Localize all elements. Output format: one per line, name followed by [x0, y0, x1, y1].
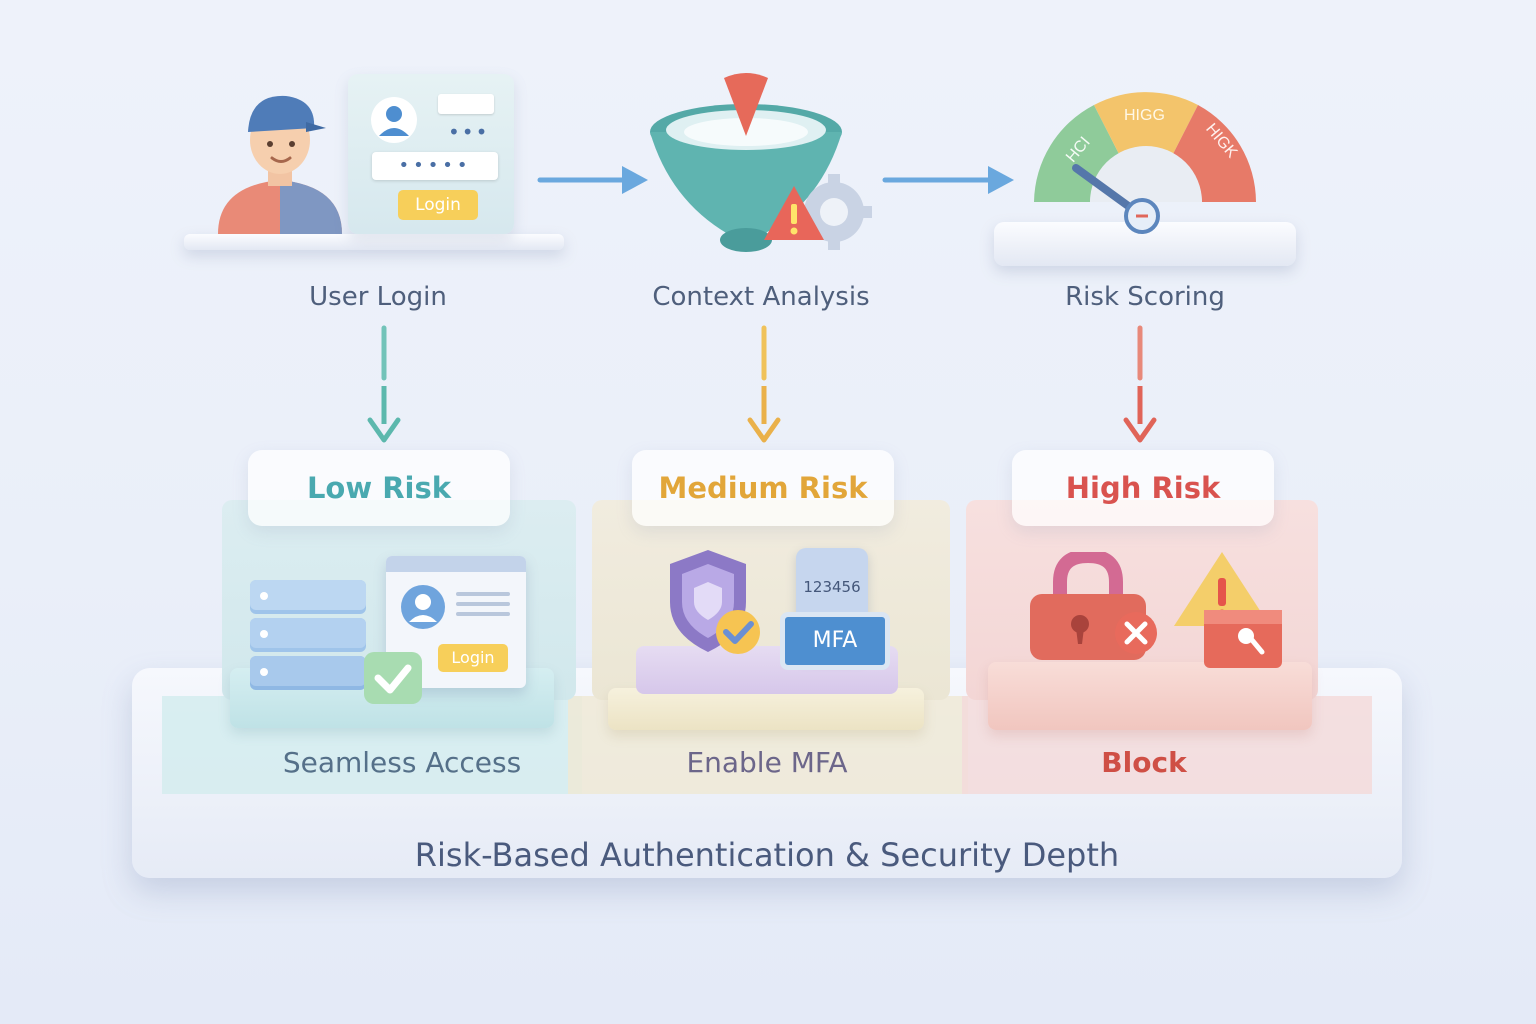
login-form-card: ••• ••••• Login [348, 74, 514, 234]
password-field[interactable]: ••••• [372, 152, 498, 180]
login-button[interactable]: Login [398, 190, 478, 220]
arrow-to-high-risk [1123, 386, 1157, 443]
username-field[interactable] [438, 94, 494, 114]
outcome-block: Block [1101, 746, 1187, 779]
text-lines [456, 592, 510, 596]
deny-x-icon [1115, 612, 1157, 654]
arrow-context-to-scoring [882, 166, 1014, 194]
user-avatar-icon [218, 95, 342, 234]
warning-icon [764, 186, 824, 240]
profile-icon [371, 97, 417, 143]
arrow-to-medium-risk [747, 386, 781, 443]
risk-gauge-icon: HCI HIGG HIGK [1034, 92, 1256, 234]
high-risk-pedestal [988, 662, 1312, 730]
server-stack-icon [250, 580, 366, 690]
step-label-context-analysis: Context Analysis [652, 282, 870, 312]
step-label-risk-scoring: Risk Scoring [1065, 282, 1225, 312]
alert-triangle-icon [1174, 552, 1282, 668]
arrow-login-to-context [537, 166, 648, 194]
tier-label-medium-risk: Medium Risk [632, 450, 894, 526]
outcome-seamless-access: Seamless Access [282, 746, 522, 779]
mfa-badge: MFA [780, 612, 890, 670]
window-login-button[interactable]: Login [438, 644, 508, 672]
medium-risk-pedestal [608, 688, 924, 730]
funnel-icon [650, 73, 872, 252]
tier-label-high-risk: High Risk [1012, 450, 1274, 526]
arrow-to-low-risk [367, 386, 401, 443]
shield-icon [670, 550, 760, 654]
lock-icon [1030, 552, 1146, 660]
gauge-label-medium: HIGG [1124, 107, 1165, 124]
diagram-title: Risk-Based Authentication & Security Dep… [414, 836, 1120, 874]
check-badge-icon [364, 652, 422, 704]
tier-label-low-risk: Low Risk [248, 450, 510, 526]
profile-icon [401, 585, 445, 629]
login-shelf [184, 234, 564, 250]
step-label-user-login: User Login [309, 282, 447, 312]
gear-icon [796, 174, 872, 250]
dots-indicator: ••• [448, 120, 490, 144]
otp-code: 123456 [803, 578, 861, 596]
outcome-enable-mfa: Enable MFA [686, 746, 848, 779]
window-titlebar [386, 556, 526, 572]
